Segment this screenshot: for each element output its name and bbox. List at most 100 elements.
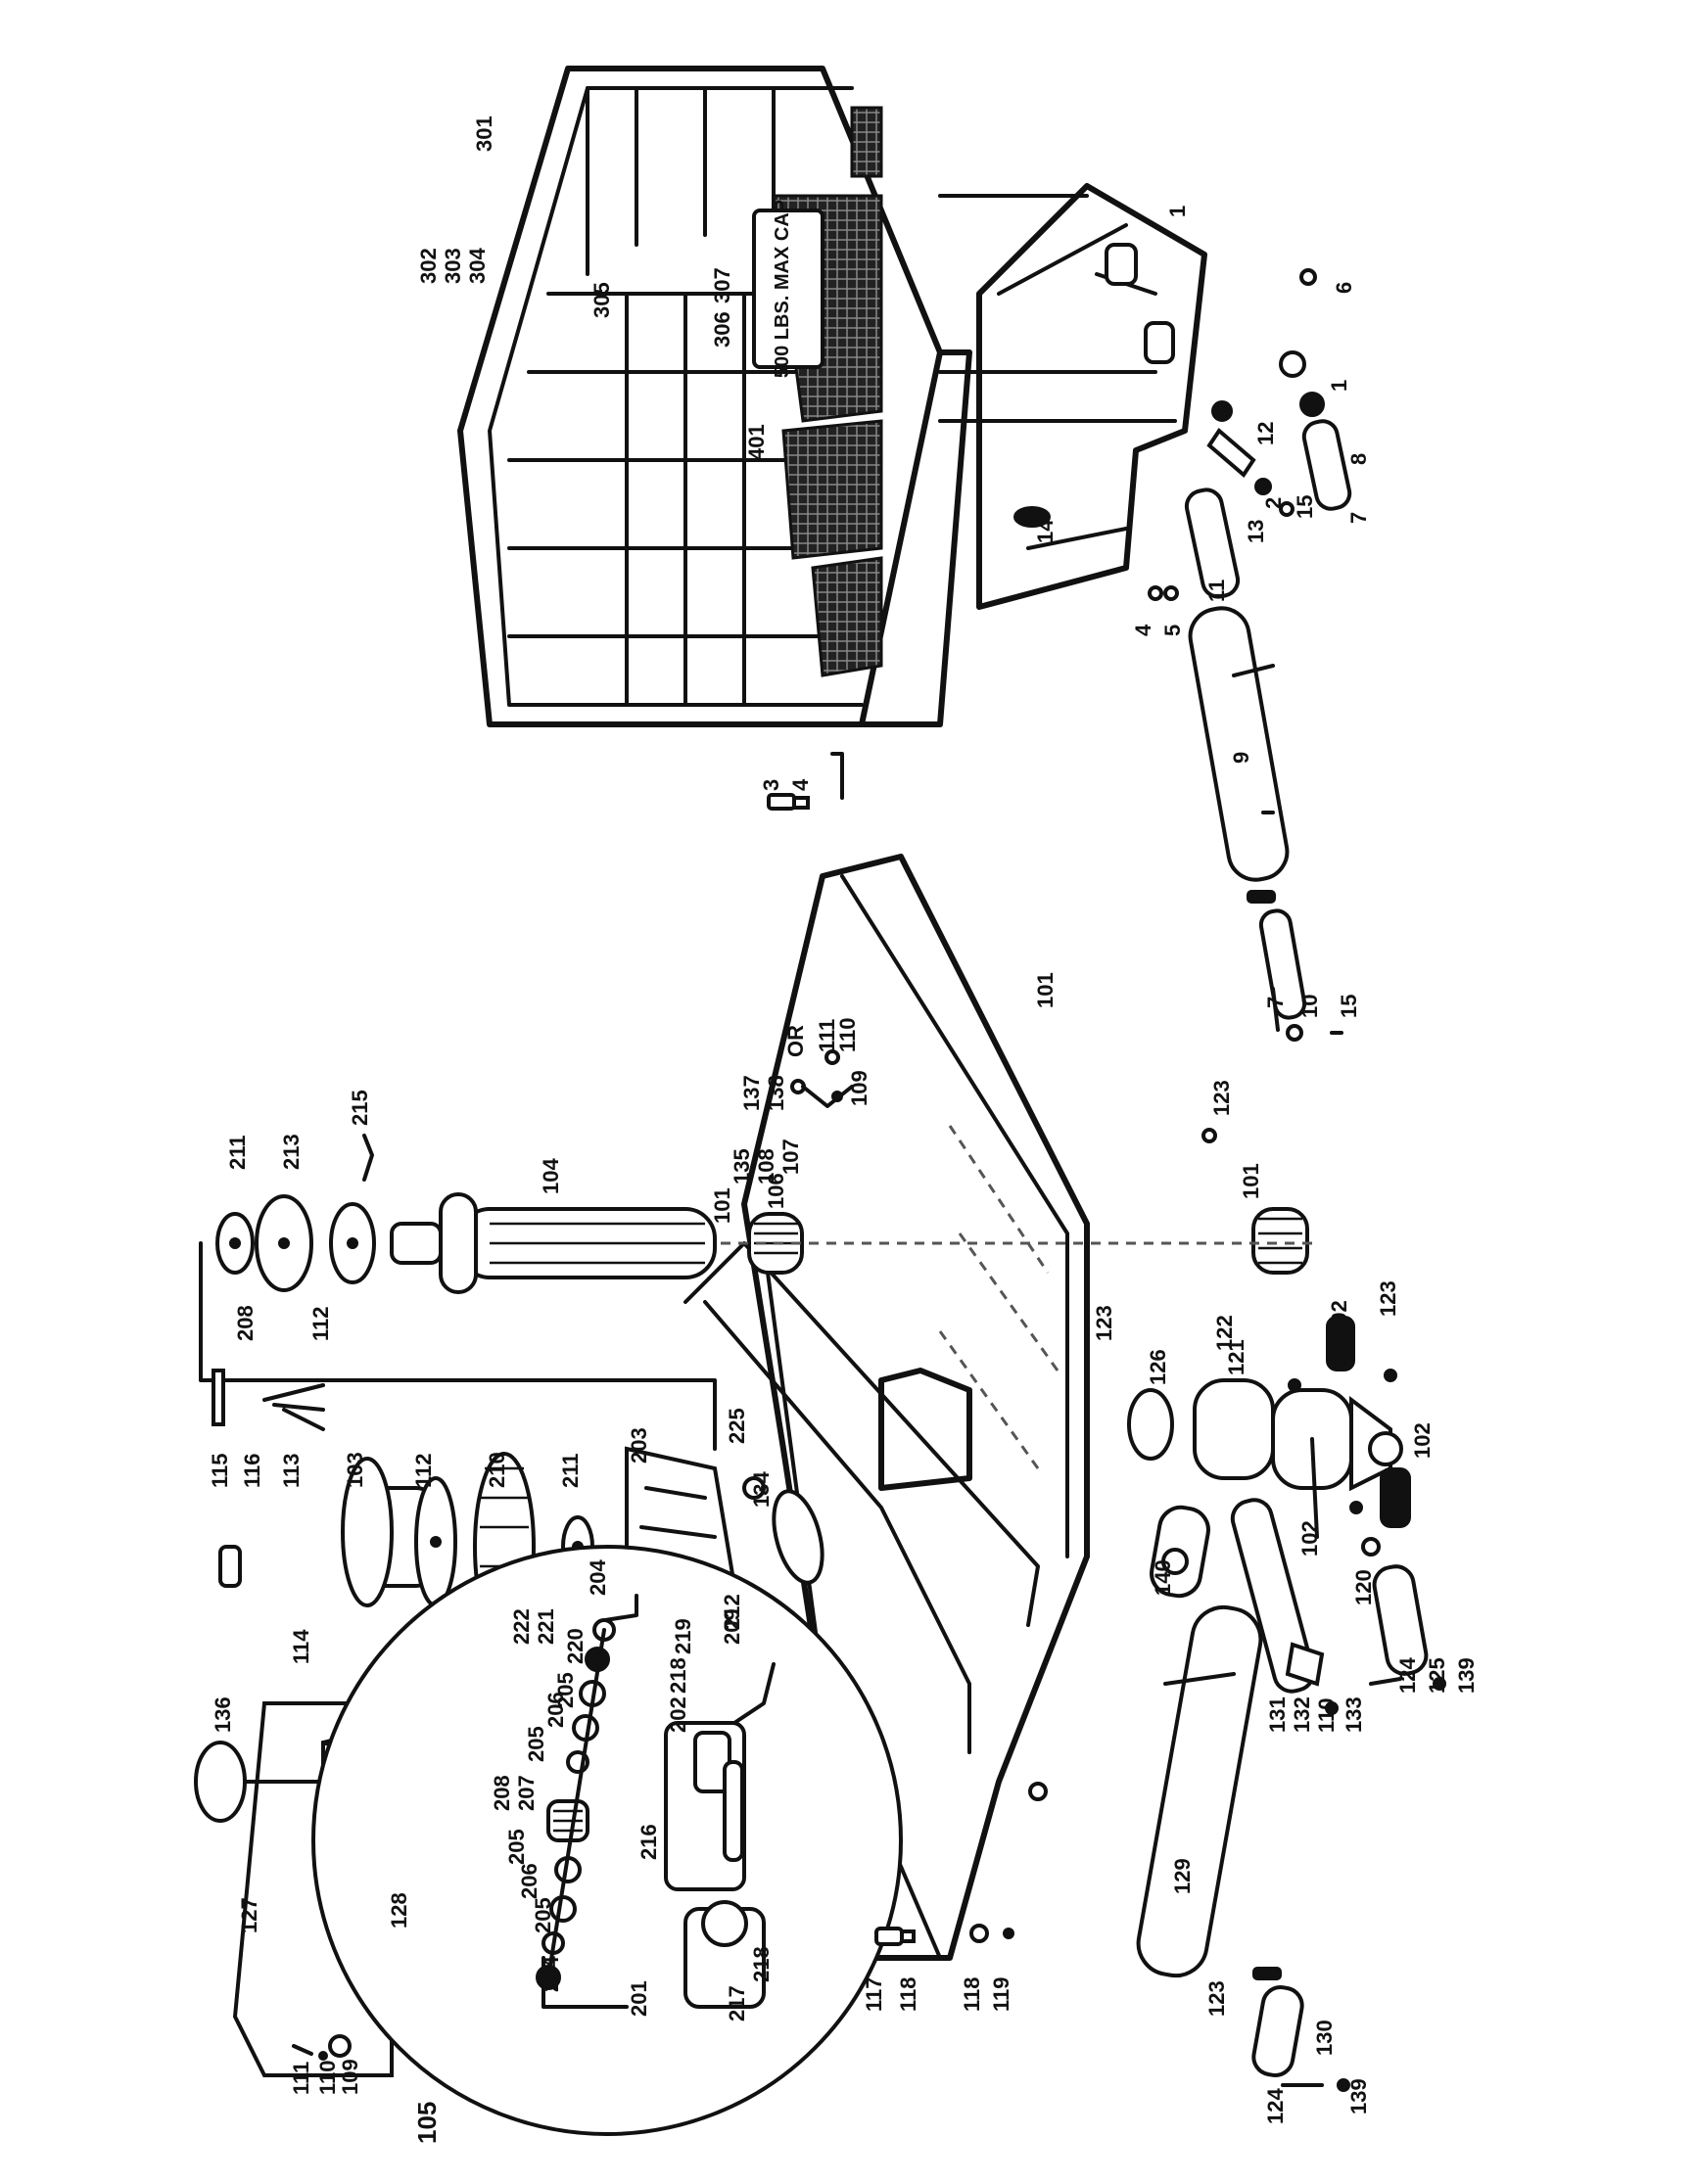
callout-label: 112	[308, 1307, 333, 1342]
callout-label: 304	[465, 248, 490, 284]
callout-label: 14	[1033, 519, 1058, 543]
callout-label: 13	[1244, 520, 1268, 543]
callout-label: 6	[1332, 282, 1356, 294]
callout-label: 306	[710, 311, 734, 348]
callout-label: 8	[1346, 453, 1371, 465]
callout-label: 5	[1160, 625, 1185, 636]
callout-label: 135	[730, 1148, 754, 1185]
callout-label: 107	[778, 1138, 803, 1175]
callout-label: 115	[208, 1454, 232, 1489]
work-platform-bucket: 500 LBS. MAX CAP	[457, 66, 1207, 727]
callout-label: 219	[671, 1618, 695, 1654]
callout-label: 4	[788, 778, 813, 791]
misc-hardware	[772, 1049, 1217, 1946]
callout-label: 104	[539, 1158, 563, 1194]
callout-label: 7	[1263, 997, 1288, 1008]
callout-label: 15	[1293, 495, 1317, 519]
callout-label: 126	[1146, 1349, 1170, 1385]
callout-label: 205	[524, 1726, 548, 1762]
callout-label: 134	[749, 1471, 774, 1508]
callout-label: 122	[1212, 1315, 1237, 1351]
callout-label: 206	[543, 1692, 568, 1728]
callout-label: 11	[1204, 580, 1229, 602]
callout-label: 112	[411, 1454, 436, 1489]
callout-label: 123	[1376, 1280, 1400, 1317]
callout-label: 15	[1337, 995, 1361, 1018]
callout-label: 12	[1253, 422, 1278, 445]
callout-label: 131	[1265, 1696, 1290, 1733]
callout-label: 222	[509, 1608, 534, 1645]
callout-label: 120	[1351, 1569, 1376, 1605]
callout-label: 109	[847, 1070, 871, 1106]
callout-label: 137	[739, 1075, 764, 1111]
callout-label: 127	[237, 1897, 261, 1933]
callout-label: 4	[1131, 624, 1155, 636]
callout-label: 302	[416, 248, 441, 284]
callout-label: 124	[1395, 1657, 1420, 1694]
callout-label: 140	[1151, 1559, 1175, 1596]
callout-label: 205	[553, 1672, 578, 1708]
callout-label: 110	[835, 1018, 860, 1053]
callout-label: 101	[710, 1187, 734, 1224]
callout-label: 106	[764, 1173, 788, 1209]
callout-label: 1	[1327, 380, 1351, 392]
callout-label: 203	[627, 1427, 651, 1464]
callout-label: 108	[754, 1148, 778, 1185]
callout-label: 118	[896, 1977, 920, 2013]
callout-label: 225	[725, 1408, 749, 1444]
callout-label: 2	[1261, 497, 1286, 509]
callout-label: 201	[627, 1980, 651, 2017]
capacity-sign-text: 500 LBS. MAX CAP	[772, 200, 793, 378]
callout-label: 211	[225, 1136, 250, 1171]
callout-label: 1	[1165, 206, 1190, 217]
callout-label: 123	[1204, 1980, 1229, 2017]
callout-label: 213	[279, 1134, 304, 1170]
lift-cylinder	[1136, 1505, 1350, 2092]
callout-label: 218	[666, 1657, 690, 1694]
callout-label: 139	[1454, 1657, 1479, 1694]
callout-label: 204	[586, 1559, 610, 1596]
callout-label: 206	[517, 1863, 541, 1899]
callout-label: 129	[1170, 1858, 1195, 1894]
callout-label: 102	[1327, 1300, 1351, 1336]
callout-label: 124	[1263, 2088, 1288, 2124]
callout-label: 9	[1229, 752, 1253, 764]
callout-label: 125	[1425, 1657, 1449, 1694]
callout-label: 114	[289, 1629, 313, 1664]
callout-label: 128	[387, 1892, 411, 1928]
callout-label: 210	[485, 1452, 509, 1488]
callout-label: 139	[1346, 2078, 1371, 2114]
boom-bearings	[685, 1207, 1312, 1275]
callout-label: 136	[211, 1696, 235, 1733]
callout-label: 123	[1092, 1305, 1116, 1341]
callout-label: 113	[279, 1454, 304, 1489]
callout-label: 116	[240, 1454, 264, 1489]
callout-label: 105	[412, 2102, 442, 2144]
callout-label: 111	[815, 1019, 839, 1052]
callout-label: 101	[1033, 972, 1058, 1008]
callout-label: 118	[960, 1977, 984, 2013]
knuckle-assembly	[1127, 1316, 1446, 1691]
callout-label: 102	[1297, 1520, 1322, 1557]
callout-label: 110	[315, 2061, 340, 2096]
callout-label: 209	[720, 1608, 744, 1645]
callout-label: 103	[343, 1452, 367, 1488]
callout-label: 109	[338, 2059, 362, 2095]
callout-label: 220	[563, 1628, 588, 1664]
callout-label: 207	[514, 1775, 539, 1811]
callout-label: 303	[441, 248, 465, 284]
callout-label: 307	[710, 267, 734, 303]
callout-label: 221	[534, 1608, 558, 1645]
callout-label: 117	[862, 1977, 886, 2013]
callout-label: 121	[1224, 1339, 1248, 1375]
turntable-shaft	[199, 1134, 717, 1451]
callout-label: 133	[1342, 1696, 1366, 1733]
callout-label: 216	[636, 1824, 661, 1860]
callout-label: 202	[666, 1696, 690, 1733]
callout-label: 3	[759, 779, 783, 791]
callout-label: 102	[1410, 1422, 1435, 1459]
callout-label: 301	[472, 116, 496, 152]
callout-label: 205	[504, 1829, 529, 1865]
